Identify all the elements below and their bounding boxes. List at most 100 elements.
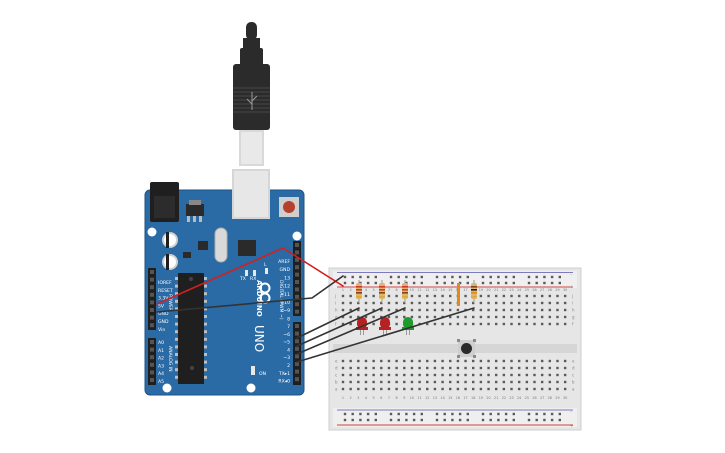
breadboard-hole[interactable] [433,359,437,363]
breadboard-hole[interactable] [504,418,508,422]
breadboard-hole[interactable] [397,281,400,285]
breadboard-hole[interactable] [364,359,368,363]
breadboard-hole[interactable] [357,373,360,377]
breadboard-hole[interactable] [472,387,475,391]
breadboard-hole[interactable] [510,373,513,377]
breadboard-hole[interactable] [426,387,429,391]
header-pin-hole[interactable] [295,369,299,374]
breadboard-hole[interactable] [512,418,515,422]
breadboard-hole[interactable] [510,380,513,384]
breadboard-hole[interactable] [349,359,352,363]
breadboard-hole[interactable] [418,380,421,384]
usb-port[interactable] [232,169,270,219]
breadboard-hole[interactable] [472,308,475,312]
breadboard-hole[interactable] [349,387,352,391]
breadboard-hole[interactable] [341,359,345,363]
header-pin-hole[interactable] [295,280,299,284]
breadboard-hole[interactable] [556,315,559,319]
breadboard-hole[interactable] [556,322,559,326]
breadboard-hole[interactable] [372,359,375,363]
breadboard-hole[interactable] [487,322,490,326]
breadboard-hole[interactable] [510,315,513,319]
breadboard-hole[interactable] [481,418,485,422]
breadboard-hole[interactable] [433,294,437,298]
breadboard-hole[interactable] [497,281,500,285]
breadboard-hole[interactable] [366,275,370,279]
breadboard-hole[interactable] [389,412,393,416]
breadboard-hole[interactable] [410,380,414,384]
breadboard-hole[interactable] [349,301,352,305]
breadboard-hole[interactable] [357,308,360,312]
breadboard-hole[interactable] [502,373,506,377]
breadboard-hole[interactable] [540,366,544,370]
breadboard-hole[interactable] [341,301,345,305]
breadboard-hole[interactable] [502,308,506,312]
breadboard-hole[interactable] [418,366,421,370]
header-pin-hole[interactable] [295,265,299,270]
breadboard-hole[interactable] [458,281,462,285]
header-pin-hole[interactable] [150,308,154,312]
header-pin-hole[interactable] [295,331,299,336]
breadboard-hole[interactable] [533,366,536,370]
breadboard-hole[interactable] [548,359,552,363]
breadboard-hole[interactable] [497,418,500,422]
breadboard-hole[interactable] [357,387,360,391]
breadboard-hole[interactable] [556,359,559,363]
breadboard-hole[interactable] [525,373,529,377]
breadboard-hole[interactable] [558,281,561,285]
breadboard-hole[interactable] [533,308,536,312]
breadboard-hole[interactable] [372,387,375,391]
breadboard-hole[interactable] [487,315,490,319]
breadboard-hole[interactable] [349,380,352,384]
breadboard-hole[interactable] [433,373,437,377]
pushbutton[interactable] [457,339,476,358]
usb-cable[interactable] [233,22,270,166]
breadboard-hole[interactable] [387,387,391,391]
breadboard-hole[interactable] [456,359,460,363]
breadboard-hole[interactable] [449,308,452,312]
breadboard-hole[interactable] [456,387,460,391]
header-pin-hole[interactable] [295,377,299,382]
breadboard-hole[interactable] [426,322,429,326]
breadboard-hole[interactable] [548,294,552,298]
breadboard-hole[interactable] [410,359,414,363]
header-pin-hole[interactable] [150,323,154,328]
breadboard-hole[interactable] [556,301,559,305]
breadboard-hole[interactable] [412,275,416,279]
breadboard-hole[interactable] [479,322,483,326]
breadboard-hole[interactable] [449,380,452,384]
header-pin-hole[interactable] [150,270,154,274]
breadboard-hole[interactable] [540,359,544,363]
breadboard-hole[interactable] [525,294,529,298]
breadboard-hole[interactable] [497,275,500,279]
breadboard-hole[interactable] [435,275,439,279]
header-pin-hole[interactable] [150,277,154,282]
breadboard-hole[interactable] [464,366,467,370]
breadboard-hole[interactable] [418,387,421,391]
breadboard-hole[interactable] [543,275,546,279]
breadboard-hole[interactable] [435,412,439,416]
breadboard-hole[interactable] [489,412,492,416]
breadboard-hole[interactable] [395,387,398,391]
signal-wire-4[interactable] [296,307,475,363]
breadboard-hole[interactable] [426,315,429,319]
breadboard-hole[interactable] [487,373,490,377]
header-pin-hole[interactable] [295,294,299,299]
breadboard-hole[interactable] [479,373,483,377]
breadboard-hole[interactable] [449,359,452,363]
breadboard-hole[interactable] [479,387,483,391]
breadboard-hole[interactable] [387,359,391,363]
breadboard-hole[interactable] [535,275,538,279]
red-led-2[interactable] [379,317,391,335]
resistor[interactable] [356,280,362,303]
breadboard-hole[interactable] [533,301,536,305]
breadboard-hole[interactable] [466,412,469,416]
breadboard-hole[interactable] [464,294,467,298]
breadboard-hole[interactable] [464,359,467,363]
breadboard-hole[interactable] [341,380,345,384]
breadboard-hole[interactable] [504,281,508,285]
breadboard-hole[interactable] [372,366,375,370]
breadboard-hole[interactable] [556,387,559,391]
breadboard-hole[interactable] [464,387,467,391]
header-pin-hole[interactable] [295,257,299,262]
